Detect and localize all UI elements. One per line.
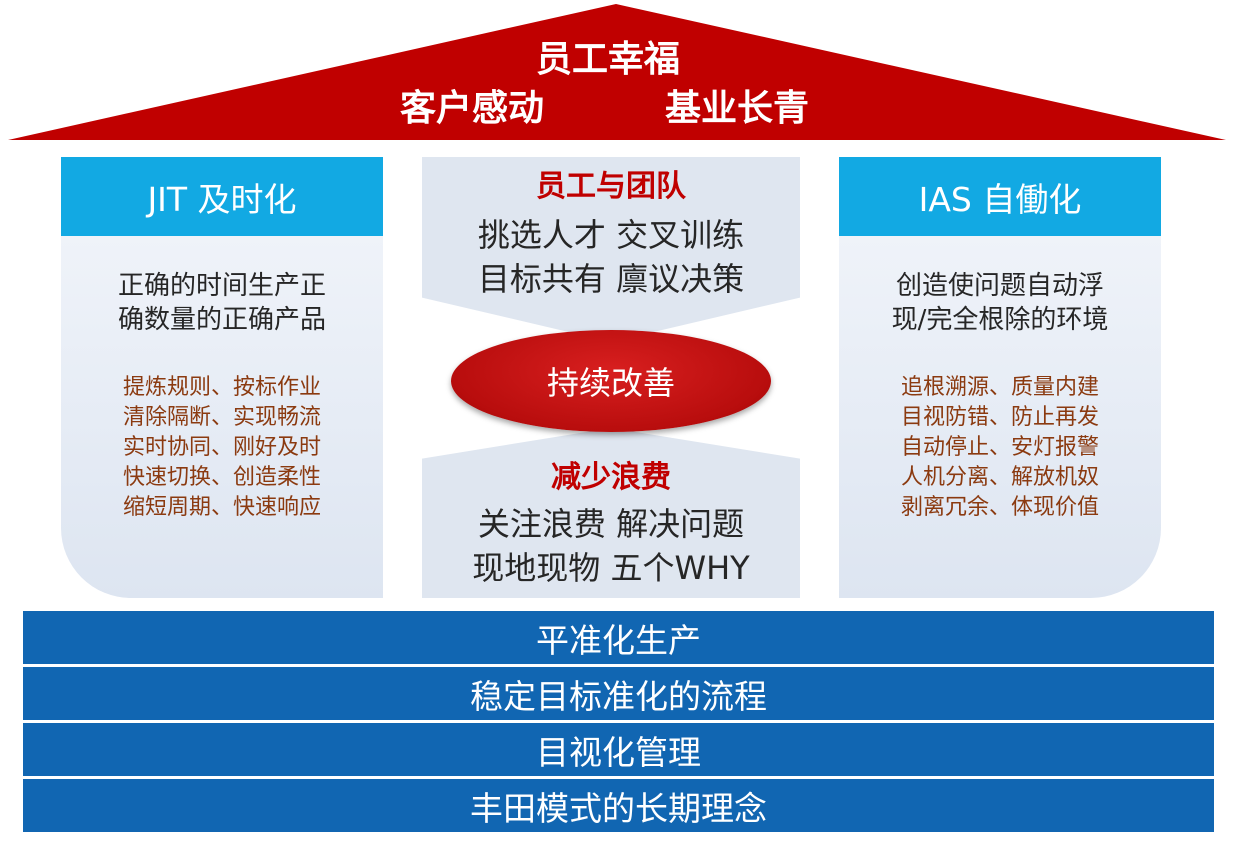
center-bottom-block: 减少浪费 关注浪费 解决问题 现地现物 五个WHY bbox=[422, 428, 800, 598]
right-desc-line: 创造使问题自动浮 bbox=[895, 271, 1104, 301]
left-pillar-list: 提炼规则、按标作业 清除隔断、实现畅流 实时协同、刚好及时 快速切换、创造柔性 … bbox=[61, 373, 383, 523]
center-top-block: 员工与团队 挑选人才 交叉训练 目标共有 廪议决策 bbox=[422, 157, 800, 342]
roof-line-2-left: 客户感动 bbox=[400, 88, 545, 129]
left-list-item: 缩短周期、快速响应 bbox=[122, 495, 321, 520]
left-list-item: 快速切换、创造柔性 bbox=[122, 465, 321, 490]
roof-triangle bbox=[8, 4, 1226, 140]
center-bottom-line: 现地现物 五个WHY bbox=[472, 549, 750, 587]
left-list-item: 清除隔断、实现畅流 bbox=[122, 405, 321, 430]
ellipse-label: 持续改善 bbox=[546, 364, 675, 402]
foundation-bar: 丰田模式的长期理念 bbox=[23, 779, 1214, 832]
foundation-bar: 稳定目标准化的流程 bbox=[23, 667, 1214, 720]
right-pillar-description: 创造使问题自动浮 现/完全根除的环境 bbox=[839, 269, 1161, 337]
right-list-item: 自动停止、安灯报警 bbox=[900, 435, 1099, 460]
right-pillar-list: 追根溯源、质量内建 目视防错、防止再发 自动停止、安灯报警 人机分离、解放机奴 … bbox=[839, 373, 1161, 523]
roof-line-1: 员工幸福 bbox=[536, 39, 681, 80]
center-top-line: 目标共有 廪议决策 bbox=[477, 260, 745, 298]
left-desc-line: 确数量的正确产品 bbox=[117, 305, 326, 335]
left-pillar: JIT 及时化 正确的时间生产正 确数量的正确产品 提炼规则、按标作业 清除隔断… bbox=[61, 157, 383, 598]
center-bottom-title: 减少浪费 bbox=[551, 460, 671, 495]
continuous-improvement-ellipse: 持续改善 bbox=[451, 330, 771, 432]
foundation-bar: 目视化管理 bbox=[23, 723, 1214, 776]
center-top-line: 挑选人才 交叉训练 bbox=[477, 216, 745, 254]
right-pillar: IAS 自働化 创造使问题自动浮 现/完全根除的环境 追根溯源、质量内建 目视防… bbox=[839, 157, 1161, 598]
left-list-item: 提炼规则、按标作业 bbox=[122, 375, 321, 400]
right-desc-line: 现/完全根除的环境 bbox=[891, 305, 1109, 335]
center-top-title: 员工与团队 bbox=[536, 169, 686, 204]
right-list-item: 人机分离、解放机奴 bbox=[900, 465, 1099, 490]
foundation-bar: 平准化生产 bbox=[23, 611, 1214, 664]
right-list-item: 剥离冗余、体现价值 bbox=[900, 495, 1099, 520]
left-list-item: 实时协同、刚好及时 bbox=[122, 435, 321, 460]
right-pillar-title: IAS 自働化 bbox=[839, 157, 1161, 236]
right-list-item: 追根溯源、质量内建 bbox=[900, 375, 1099, 400]
left-desc-line: 正确的时间生产正 bbox=[117, 271, 326, 301]
right-list-item: 目视防错、防止再发 bbox=[900, 405, 1099, 430]
left-pillar-title: JIT 及时化 bbox=[61, 157, 383, 236]
roof-line-2-right: 基业长青 bbox=[665, 88, 810, 129]
center-bottom-line: 关注浪费 解决问题 bbox=[477, 505, 745, 543]
left-pillar-description: 正确的时间生产正 确数量的正确产品 bbox=[61, 269, 383, 337]
